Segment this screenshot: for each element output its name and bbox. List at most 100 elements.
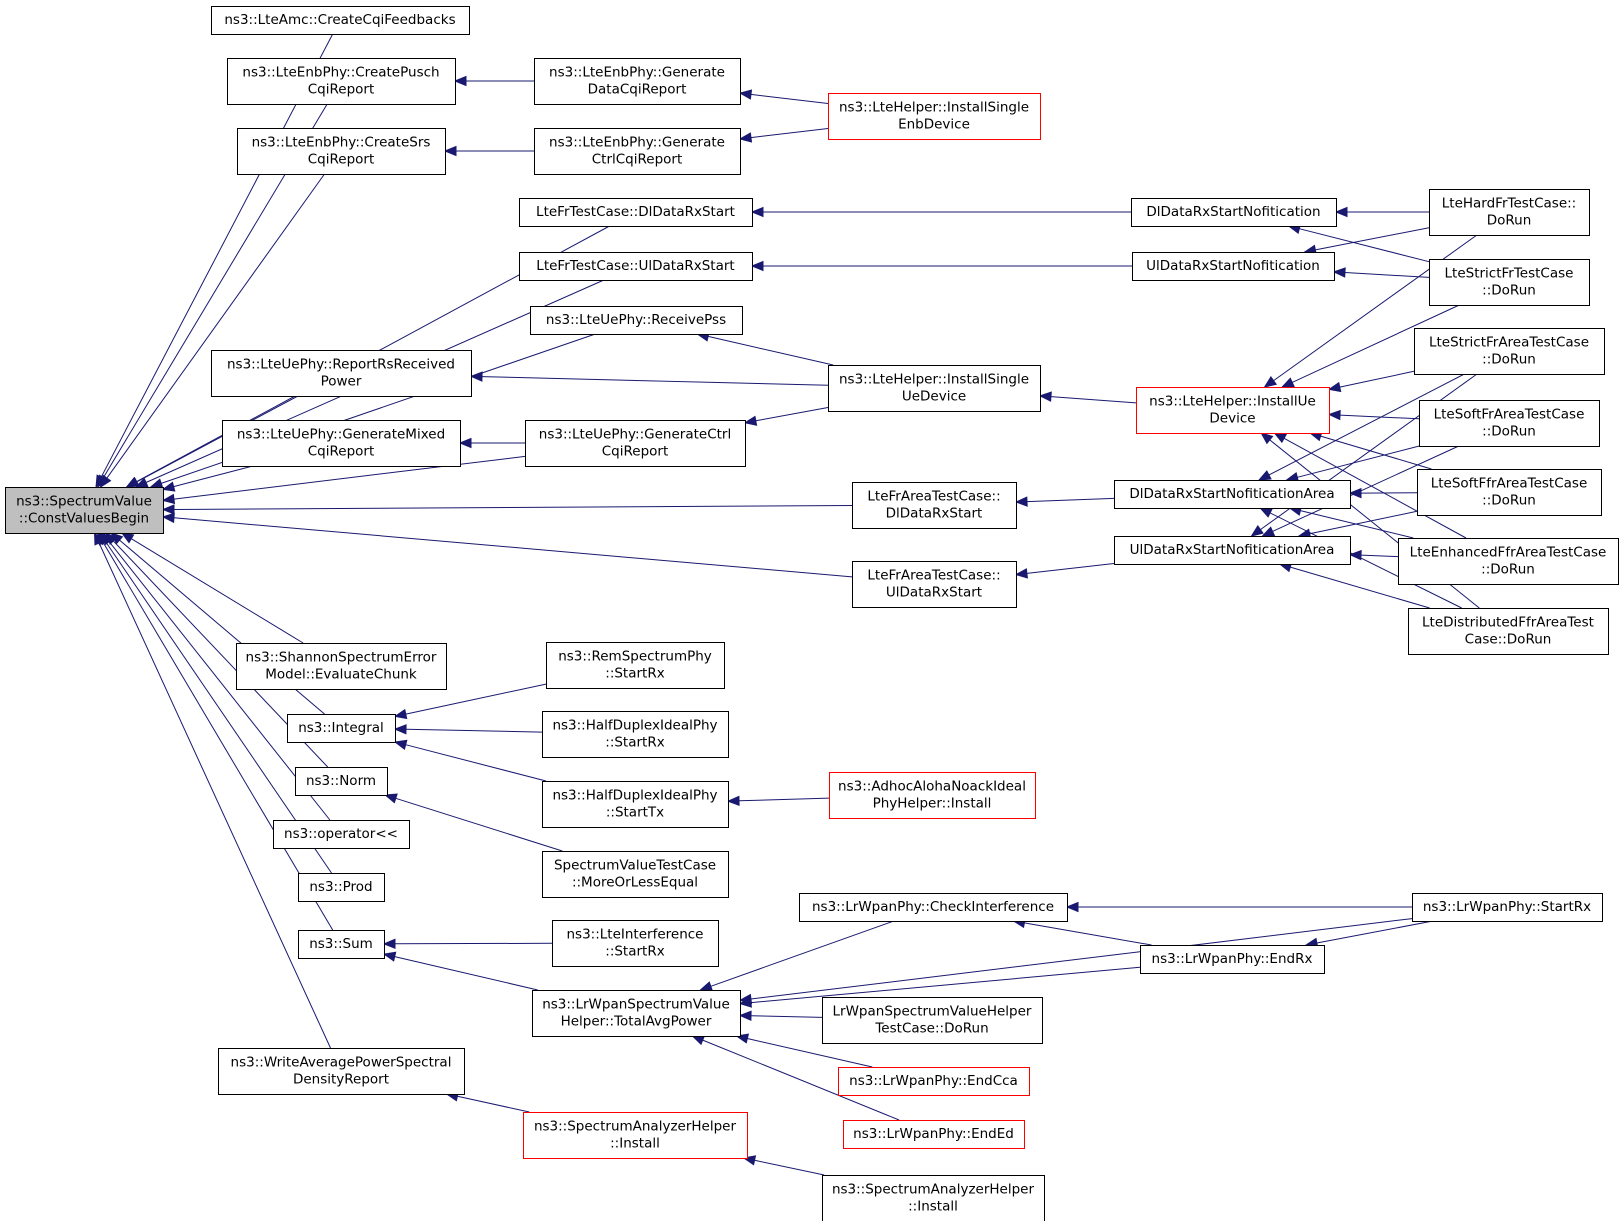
graph-node-n43[interactable]: ns3::LrWpanPhy::StartRx [1412,893,1603,922]
graph-node-n36[interactable]: ns3::HalfDuplexIdealPhy::StartRx [542,711,729,758]
node-box[interactable] [530,306,743,335]
node-box[interactable] [534,128,741,175]
node-box[interactable] [542,781,729,828]
node-box[interactable] [273,820,410,849]
graph-node-n42[interactable]: ns3::LrWpanPhy::CheckInterference [799,893,1068,922]
node-box[interactable] [828,93,1041,140]
node-box[interactable] [852,561,1017,608]
graph-node-n48[interactable]: ns3::SpectrumAnalyzerHelper::Install [523,1112,748,1159]
graph-node-n22[interactable]: DlDataRxStartNofitication [1131,198,1337,227]
graph-node-n38[interactable]: ns3::AdhocAlohaNoackIdealPhyHelper::Inst… [829,772,1036,819]
node-box[interactable] [822,1175,1045,1221]
node-box[interactable] [211,6,470,35]
node-box[interactable] [838,1067,1030,1096]
node-box[interactable] [222,420,461,467]
node-box[interactable] [237,128,446,175]
graph-node-n29[interactable]: LteStrictFrTestCase::DoRun [1429,259,1590,306]
node-box[interactable] [542,711,729,758]
graph-node-n6[interactable]: ns3::LteUePhy::ReceivePss [530,306,743,335]
node-box[interactable] [287,714,396,743]
node-box[interactable] [523,1112,748,1159]
node-box[interactable] [542,851,729,898]
graph-node-n47[interactable]: ns3::LrWpanPhy::EndEd [843,1120,1025,1149]
node-box[interactable] [1398,538,1619,585]
graph-node-n39[interactable]: SpectrumValueTestCase::MoreOrLessEqual [542,851,729,898]
graph-node-n13[interactable]: ns3::Integral [287,714,396,743]
node-box[interactable] [852,482,1017,529]
graph-node-n11[interactable]: LteFrAreaTestCase::UlDataRxStart [852,561,1017,608]
node-box[interactable] [298,930,385,959]
node-box[interactable] [298,873,385,902]
node-box[interactable] [525,420,746,467]
graph-node-n10[interactable]: LteFrAreaTestCase::DlDataRxStart [852,482,1017,529]
node-box[interactable] [829,772,1036,819]
graph-node-n41[interactable]: ns3::LrWpanSpectrumValueHelper::TotalAvg… [532,990,741,1037]
graph-node-n18[interactable]: ns3::WriteAveragePowerSpectralDensityRep… [218,1048,465,1095]
graph-node-n46[interactable]: ns3::LrWpanPhy::EndCca [838,1067,1030,1096]
node-box[interactable] [1114,480,1351,509]
graph-node-n17[interactable]: ns3::Sum [298,930,385,959]
node-box[interactable] [799,893,1068,922]
node-box[interactable] [552,920,719,967]
node-box[interactable] [822,997,1043,1044]
node-box[interactable] [1419,400,1600,447]
graph-node-n16[interactable]: ns3::Prod [298,873,385,902]
graph-node-n27[interactable]: UlDataRxStartNofiticationArea [1114,536,1351,565]
graph-node-n15[interactable]: ns3::operator<< [273,820,410,849]
graph-node-n0[interactable]: ns3::SpectrumValue::ConstValuesBegin [5,487,164,534]
node-box[interactable] [1408,608,1609,655]
node-box[interactable] [227,58,456,105]
node-box[interactable] [1429,259,1590,306]
graph-node-n23[interactable]: UlDataRxStartNofitication [1132,252,1335,281]
node-box[interactable] [532,990,741,1037]
graph-node-n32[interactable]: LteSoftFfrAreaTestCase::DoRun [1417,469,1602,516]
graph-node-n44[interactable]: ns3::LrWpanPhy::EndRx [1140,945,1325,974]
graph-node-n40[interactable]: ns3::LteInterference::StartRx [552,920,719,967]
graph-node-n5[interactable]: LteFrTestCase::UlDataRxStart [519,252,753,281]
graph-node-n12[interactable]: ns3::ShannonSpectrumErrorModel::Evaluate… [236,643,447,690]
graph-node-n28[interactable]: LteHardFrTestCase::DoRun [1429,189,1590,236]
node-box[interactable] [519,198,753,227]
graph-node-n35[interactable]: ns3::RemSpectrumPhy::StartRx [546,642,725,689]
node-box[interactable] [843,1120,1025,1149]
node-box[interactable] [828,365,1041,412]
node-box[interactable] [1414,328,1605,375]
node-box[interactable] [1417,469,1602,516]
graph-node-n26[interactable]: DlDataRxStartNofiticationArea [1114,480,1351,509]
node-box[interactable] [295,767,388,796]
graph-node-n14[interactable]: ns3::Norm [295,767,388,796]
node-box[interactable] [5,487,164,534]
node-box[interactable] [1140,945,1325,974]
graph-node-n49[interactable]: ns3::SpectrumAnalyzerHelper::Install [822,1175,1045,1221]
graph-node-n1[interactable]: ns3::LteAmc::CreateCqiFeedbacks [211,6,470,35]
node-box[interactable] [1132,252,1335,281]
node-box[interactable] [546,642,725,689]
node-box[interactable] [211,350,472,397]
node-box[interactable] [534,58,741,105]
node-box[interactable] [1429,189,1590,236]
node-box[interactable] [1136,387,1330,434]
node-box[interactable] [236,643,447,690]
node-box[interactable] [1412,893,1603,922]
graph-node-n4[interactable]: LteFrTestCase::DlDataRxStart [519,198,753,227]
graph-node-n30[interactable]: LteStrictFrAreaTestCase::DoRun [1414,328,1605,375]
graph-node-n33[interactable]: LteEnhancedFfrAreaTestCase::DoRun [1398,538,1619,585]
graph-node-n31[interactable]: LteSoftFrAreaTestCase::DoRun [1419,400,1600,447]
node-box[interactable] [218,1048,465,1095]
node-box[interactable] [519,252,753,281]
node-box[interactable] [1131,198,1337,227]
graph-node-n37[interactable]: ns3::HalfDuplexIdealPhy::StartTx [542,781,729,828]
node-box[interactable] [1114,536,1351,565]
